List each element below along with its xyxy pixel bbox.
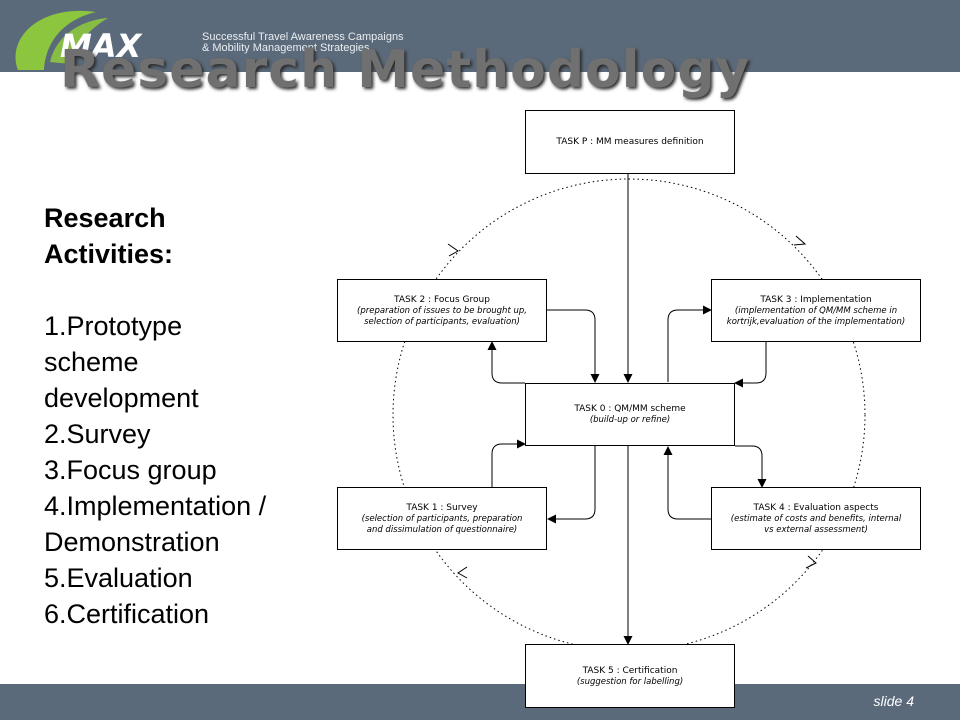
task-1-desc-2: and dissimulation of questionnaire) <box>366 524 518 535</box>
arrow-0-to-2 <box>487 341 525 384</box>
task-2-title: TASK 2 : Focus Group <box>394 294 490 305</box>
task-p-box: TASK P : MM measures definition <box>525 110 735 174</box>
list-item: 3.Focus group <box>44 452 324 488</box>
research-activities: Research Activities: 1.Prototype scheme … <box>44 200 324 632</box>
task-4-desc-2: vs external assessment) <box>764 524 868 535</box>
list-item-line: 4.Implementation / <box>44 491 267 521</box>
task-5-desc-1: (suggestion for labelling) <box>576 676 684 687</box>
cycle-arrow-top-left <box>447 243 459 257</box>
task-0-title: TASK 0 : QM/MM scheme <box>574 404 686 414</box>
task-0-desc-1: (build-up or refine) <box>589 415 671 425</box>
list-item: 5.Evaluation <box>44 560 324 596</box>
task-0-box: TASK 0 : QM/MM scheme (build-up or refin… <box>525 383 735 446</box>
cycle-arrow-top-right <box>793 235 807 246</box>
list-item-line: 3.Focus group <box>44 455 217 485</box>
list-item: 1.Prototype scheme development <box>44 308 324 416</box>
logo-wordmark: MAX <box>60 27 143 65</box>
list-item: 2.Survey <box>44 416 324 452</box>
tagline-line-2: & Mobility Management Strategies <box>202 42 370 54</box>
header-bar <box>0 0 960 72</box>
arrow-4-to-0 <box>663 446 711 520</box>
cycle-dotted-circle <box>392 178 866 652</box>
task-2-desc-2: selection of participants, evaluation) <box>364 316 520 327</box>
arrow-1-to-0 <box>491 439 526 487</box>
list-item-line: 6.Certification <box>44 599 210 629</box>
logo-tagline: Successful Travel Awareness Campaigns & … <box>202 32 404 54</box>
arrow-3-to-0 <box>734 342 767 388</box>
slide-number: slide 4 <box>873 693 914 709</box>
task-1-box: TASK 1 : Survey (selection of participan… <box>337 487 547 550</box>
task-1-desc-1: (selection of participants, preparation <box>361 513 523 524</box>
task-5-title: TASK 5 : Certification <box>582 665 678 676</box>
list-item-line: 1.Prototype <box>44 311 183 341</box>
task-2-desc-1: (preparation of issues to be brought up, <box>357 305 527 316</box>
list-item: 6.Certification <box>44 596 324 632</box>
arrow-2-to-0 <box>537 309 600 383</box>
task-5-box: TASK 5 : Certification (suggestion for l… <box>525 644 735 708</box>
list-item-line: Demonstration <box>44 527 220 557</box>
task-3-desc-2: kortrijk,evaluation of the implementatio… <box>726 316 906 327</box>
task-4-desc-1: (estimate of costs and benefits, interna… <box>730 513 902 524</box>
task-2-box: TASK 2 : Focus Group (preparation of iss… <box>337 279 547 342</box>
page-title: Research Methodology <box>60 40 751 100</box>
max-logo-icon: MAX <box>15 10 143 70</box>
cycle-arrow-bottom-left <box>457 566 468 579</box>
list-item-line: scheme <box>44 347 139 377</box>
arrow-0-to-4 <box>735 445 767 488</box>
task-4-box: TASK 4 : Evaluation aspects (estimate of… <box>711 487 921 550</box>
list-item-line: 5.Evaluation <box>44 563 193 593</box>
list-item: 4.Implementation / Demonstration <box>44 488 324 560</box>
task-3-desc-1: (implementation of QM/MM scheme in <box>734 305 898 316</box>
task-p-title: TASK P : MM measures definition <box>556 137 704 147</box>
footer-bar <box>0 684 960 720</box>
task-3-box: TASK 3 : Implementation (implementation … <box>711 279 921 342</box>
arrow-0-to-3 <box>667 305 712 382</box>
task-4-title: TASK 4 : Evaluation aspects <box>753 502 879 513</box>
cycle-arrow-bottom-right <box>805 555 817 569</box>
list-item-line: development <box>44 383 199 413</box>
activities-heading-line-1: Research <box>44 203 166 233</box>
task-1-title: TASK 1 : Survey <box>406 502 478 513</box>
activities-heading-line-2: Activities: <box>44 239 174 269</box>
tagline-line-1: Successful Travel Awareness Campaigns <box>202 31 404 43</box>
list-item-line: 2.Survey <box>44 419 151 449</box>
task-3-title: TASK 3 : Implementation <box>760 294 872 305</box>
arrow-0-to-1 <box>547 446 596 524</box>
activities-list: 1.Prototype scheme development 2.Survey … <box>44 308 324 632</box>
